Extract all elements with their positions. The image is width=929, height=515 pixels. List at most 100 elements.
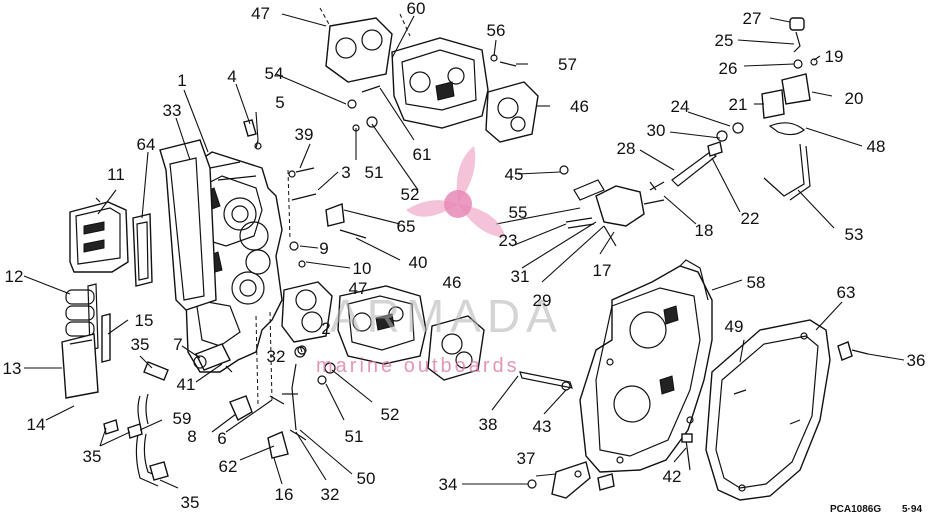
bracket-37-drawing [527,461,615,499]
callout-50: 50 [357,469,376,488]
callout-39: 39 [295,125,314,144]
callout-32b: 32 [321,485,340,504]
callout-23: 23 [499,231,518,250]
callout-24: 24 [671,97,690,116]
callout-33: 33 [163,101,182,120]
callout-2: 2 [321,319,330,338]
callout-34: 34 [439,475,458,494]
callout-59: 59 [173,409,192,428]
callout-47a: 47 [251,4,270,23]
callout-11: 11 [107,165,125,184]
callout-21: 21 [729,95,748,114]
plate-64-drawing [132,213,153,287]
callout-54: 54 [265,64,284,83]
callout-52b: 52 [381,405,400,424]
cylinder-head-58-drawing [579,259,713,473]
callout-38: 38 [479,415,498,434]
callout-46a: 46 [570,97,589,116]
callout-35a: 35 [131,335,150,354]
callout-61: 61 [413,145,432,164]
callout-64: 64 [137,135,156,154]
callout-30: 30 [647,121,666,140]
callout-19: 19 [825,47,844,66]
reed-petals-12-drawing [65,283,99,351]
callout-7: 7 [173,335,182,354]
part-drawings [61,7,869,501]
callout-9: 9 [319,239,328,258]
primer-drawing [761,17,818,201]
reed-block-11-drawing [69,197,129,273]
callout-27: 27 [743,9,762,28]
callout-52a: 52 [401,185,420,204]
callout-57: 57 [558,55,577,74]
callout-1: 1 [177,71,186,90]
callout-60: 60 [407,0,426,18]
callout-5: 5 [275,93,284,112]
carburetor-lower-drawing [281,281,485,381]
callout-48: 48 [867,137,886,156]
callout-58: 58 [747,273,766,292]
hose-35-drawing [103,361,169,487]
callout-35b: 35 [83,447,102,466]
callout-6: 6 [217,429,226,448]
choke-rod-drawing [649,122,744,191]
callout-8: 8 [187,427,196,446]
footer: PCA1086G 5·94 [830,504,922,515]
choke-solenoid-drawing [565,179,665,247]
callout-13: 13 [3,359,22,378]
callout-63: 63 [837,283,856,302]
callout-20: 20 [845,89,864,108]
callout-51b: 51 [345,427,364,446]
callout-labels: 47 60 56 57 54 4 1 5 33 46 61 39 64 51 3… [3,0,926,512]
callout-55: 55 [509,203,528,222]
callout-65: 65 [397,217,416,236]
callout-14: 14 [27,415,46,434]
callout-62: 62 [219,457,238,476]
leader-lines [23,13,905,489]
bolts-drawing [519,341,869,471]
callout-41: 41 [177,375,196,394]
callout-31: 31 [511,267,530,286]
callout-42: 42 [663,467,682,486]
watermark: ARMADA marine outboards [316,146,563,377]
callout-17: 17 [593,261,612,280]
callout-15: 15 [135,311,154,330]
carburetor-upper-drawing [319,7,539,143]
callout-3: 3 [341,163,350,182]
callout-53: 53 [845,225,864,244]
hardware-drawing [243,54,569,385]
callout-46b: 46 [443,273,462,292]
callout-36: 36 [907,351,926,370]
callout-26: 26 [719,59,738,78]
callout-35c: 35 [181,493,200,512]
drawing-code: PCA1086G [830,504,881,515]
callout-4: 4 [227,67,236,86]
fittings-lower-drawing [193,343,285,421]
watermark-brand: ARMADA [330,290,563,342]
callout-56: 56 [487,21,506,40]
linkage-drawing [267,346,307,459]
callout-51a: 51 [365,163,384,182]
stop-15-drawing [101,313,111,363]
callout-28: 28 [617,139,636,158]
callout-18: 18 [695,221,714,240]
callout-16: 16 [275,485,294,504]
callout-37: 37 [517,449,536,468]
gasket-33-drawing [159,139,217,311]
callout-10: 10 [353,259,372,278]
callout-40: 40 [409,253,428,272]
cover-49-drawing [705,319,831,501]
callout-47b: 47 [349,279,368,298]
callout-49: 49 [725,317,744,336]
plate-13-drawing [61,333,99,399]
alignment-lines [255,169,291,405]
callout-29: 29 [533,291,552,310]
callout-25: 25 [715,31,734,50]
watermark-subtitle: marine outboards [316,355,520,377]
drawing-date: 5·94 [902,504,922,515]
callout-12: 12 [5,267,24,286]
propeller-logo [406,146,506,238]
callout-45: 45 [505,165,524,184]
callout-32a: 32 [267,347,286,366]
